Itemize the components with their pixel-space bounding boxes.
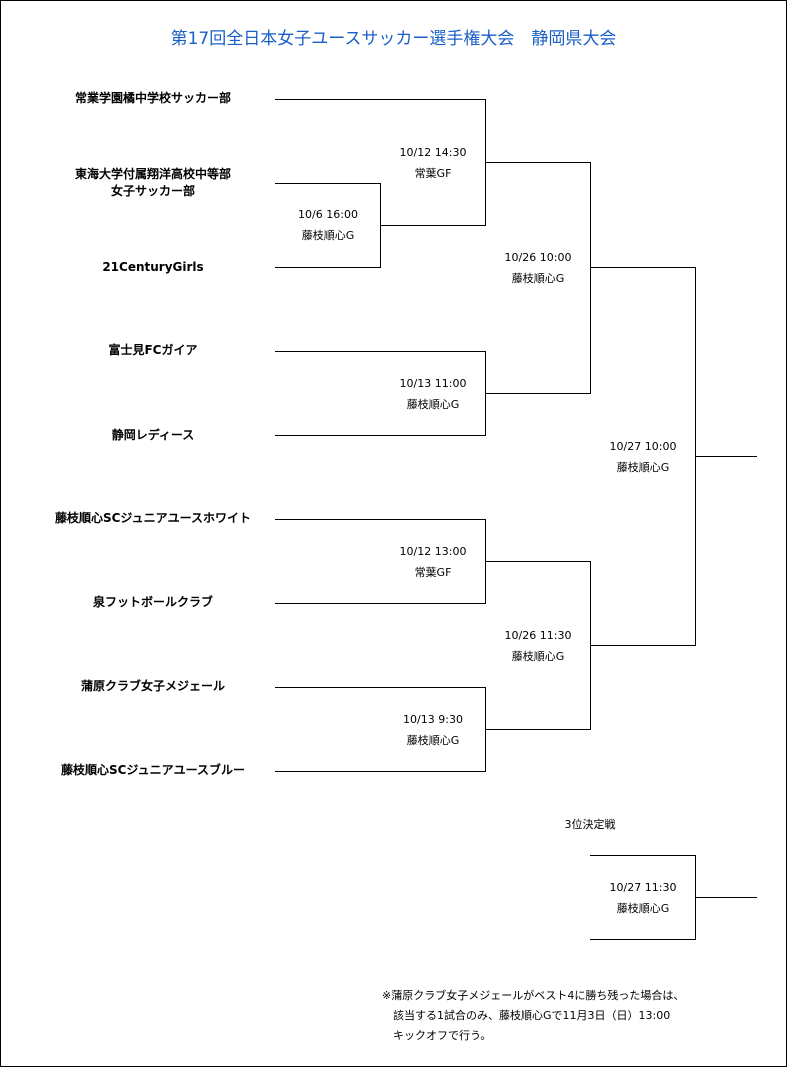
match-info: 10/13 11:00 藤枝順心G	[378, 373, 488, 415]
footnote-line: 該当する1試合のみ、藤枝順心Gで11月3日（日）13:00	[382, 1009, 671, 1022]
match-date: 10/12 14:30	[399, 146, 467, 159]
match-venue: 藤枝順心G	[301, 229, 355, 242]
bracket-line	[275, 183, 381, 184]
match-venue: 藤枝順心G	[616, 461, 670, 474]
match-info: 10/27 10:00 藤枝順心G	[588, 436, 698, 478]
footnote: ※蒲原クラブ女子メジェールがベスト4に勝ち残った場合は、 該当する1試合のみ、藤…	[382, 986, 684, 1046]
bracket-line	[590, 162, 591, 394]
bracket-line	[275, 603, 486, 604]
match-info: 10/13 9:30 藤枝順心G	[378, 709, 488, 751]
bracket-line	[275, 99, 486, 100]
team-name: 静岡レディース	[111, 428, 195, 442]
match-venue: 藤枝順心G	[406, 734, 460, 747]
footnote-line: キックオフで行う。	[382, 1029, 492, 1042]
bracket-line	[275, 771, 486, 772]
match-venue: 藤枝順心G	[511, 272, 565, 285]
match-info: 10/6 16:00 藤枝順心G	[273, 204, 383, 246]
match-info: 10/12 13:00 常葉GF	[378, 541, 488, 583]
team-name: 蒲原クラブ女子メジェール	[80, 679, 225, 693]
match-info: 10/26 11:30 藤枝順心G	[483, 625, 593, 667]
team-name: 富士見FCガイア	[108, 343, 198, 357]
team-name: 東海大学付属翔洋高校中等部 女子サッカー部	[74, 167, 231, 198]
footnote-line: ※蒲原クラブ女子メジェールがベスト4に勝ち残った場合は、	[382, 989, 685, 1002]
bracket-line	[695, 897, 757, 898]
match-date: 10/27 10:00	[609, 440, 677, 453]
bracket-line	[275, 435, 486, 436]
page-title: 第17回全日本女子ユースサッカー選手権大会 静岡県大会	[170, 29, 617, 49]
bracket-line	[485, 162, 591, 163]
bracket-line	[485, 393, 591, 394]
bracket-line	[380, 225, 486, 226]
match-date: 10/13 11:00	[399, 377, 467, 390]
team-name: 泉フットボールクラブ	[92, 595, 213, 609]
match-info: 10/26 10:00 藤枝順心G	[483, 247, 593, 289]
third-place-label: 3位決定戦	[564, 818, 616, 831]
match-venue: 藤枝順心G	[511, 650, 565, 663]
match-venue: 藤枝順心G	[616, 902, 670, 915]
bracket-line	[590, 267, 696, 268]
match-date: 10/26 10:00	[504, 251, 572, 264]
bracket-line	[485, 561, 591, 562]
bracket-line	[485, 729, 591, 730]
bracket-line	[695, 456, 757, 457]
team-name: 藤枝順心SCジュニアユースホワイト	[54, 511, 251, 525]
match-date: 10/13 9:30	[403, 713, 463, 726]
match-venue: 常葉GF	[414, 566, 452, 579]
team-name: 藤枝順心SCジュニアユースブルー	[60, 763, 245, 777]
bracket-line	[275, 351, 486, 352]
match-info: 10/12 14:30 常葉GF	[378, 142, 488, 184]
match-venue: 常葉GF	[414, 167, 452, 180]
team-name: 常業学園橘中学校サッカー部	[74, 91, 231, 105]
bracket-line	[275, 687, 486, 688]
match-venue: 藤枝順心G	[406, 398, 460, 411]
bracket-line	[590, 939, 696, 940]
bracket-line	[590, 855, 696, 856]
match-date: 10/12 13:00	[399, 545, 467, 558]
match-date: 10/26 11:30	[504, 629, 572, 642]
bracket-line	[275, 267, 381, 268]
team-name: 21CenturyGirls	[102, 260, 204, 274]
match-date: 10/6 16:00	[298, 208, 358, 221]
bracket-line	[590, 645, 696, 646]
bracket-line	[275, 519, 486, 520]
match-date: 10/27 11:30	[609, 881, 677, 894]
match-info: 10/27 11:30 藤枝順心G	[588, 877, 698, 919]
